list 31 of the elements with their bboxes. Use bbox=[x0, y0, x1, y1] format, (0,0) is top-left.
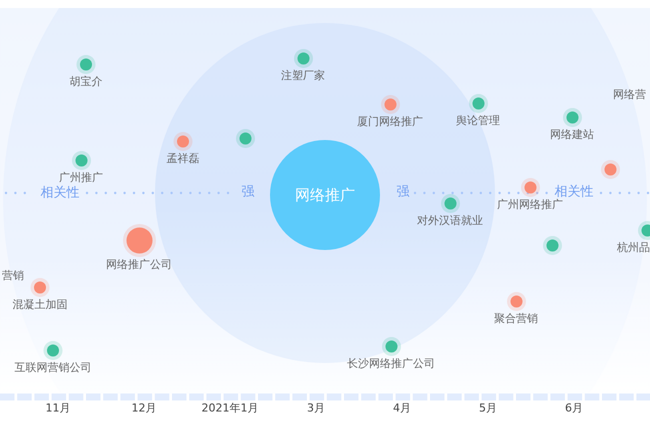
month-label: 12月 bbox=[132, 402, 156, 414]
month-label: 4月 bbox=[393, 402, 411, 414]
keyword-label: 胡宝介 bbox=[70, 76, 102, 88]
keyword-label: 杭州品 bbox=[617, 242, 650, 254]
keyword-label: 互联网营销公司 bbox=[14, 362, 92, 374]
keyword-label: 注塑厂家 bbox=[281, 70, 325, 82]
month-label: 11月 bbox=[46, 402, 70, 414]
keyword-label: 网络营 bbox=[613, 89, 646, 101]
bubble-dot-icon bbox=[543, 236, 562, 255]
keyword-label: 网络推广公司 bbox=[106, 259, 172, 271]
month-label: 3月 bbox=[307, 402, 325, 414]
keyword-label: 营销 bbox=[2, 270, 24, 282]
keyword-label: 聚合营销 bbox=[494, 313, 538, 325]
keyword-label: 网络建站 bbox=[550, 129, 594, 141]
keyword-label: 孟祥磊 bbox=[166, 153, 200, 165]
keyword-label: 舆论管理 bbox=[456, 115, 500, 127]
axis-label: 相关性 bbox=[554, 186, 594, 198]
keyword-label: 混凝土加固 bbox=[12, 299, 68, 311]
bubble-dot-icon bbox=[236, 129, 255, 148]
keyword-label: 长沙网络推广公司 bbox=[347, 358, 435, 370]
bubble-dot-icon bbox=[601, 160, 620, 179]
keyword-label: 对外汉语就业 bbox=[417, 215, 483, 227]
axis-label: 相关性 bbox=[40, 186, 80, 200]
axis-label: 强 bbox=[396, 186, 410, 198]
keyword-label: 广州网络推广 bbox=[497, 199, 563, 211]
month-label: 5月 bbox=[479, 402, 497, 414]
month-label: 2021年1月 bbox=[202, 402, 258, 414]
keyword-label: 厦门网络推广 bbox=[357, 116, 423, 128]
keyword-label: 广州推广 bbox=[59, 172, 103, 184]
axis-label: 强 bbox=[242, 186, 254, 198]
month-label: 6月 bbox=[565, 402, 583, 414]
